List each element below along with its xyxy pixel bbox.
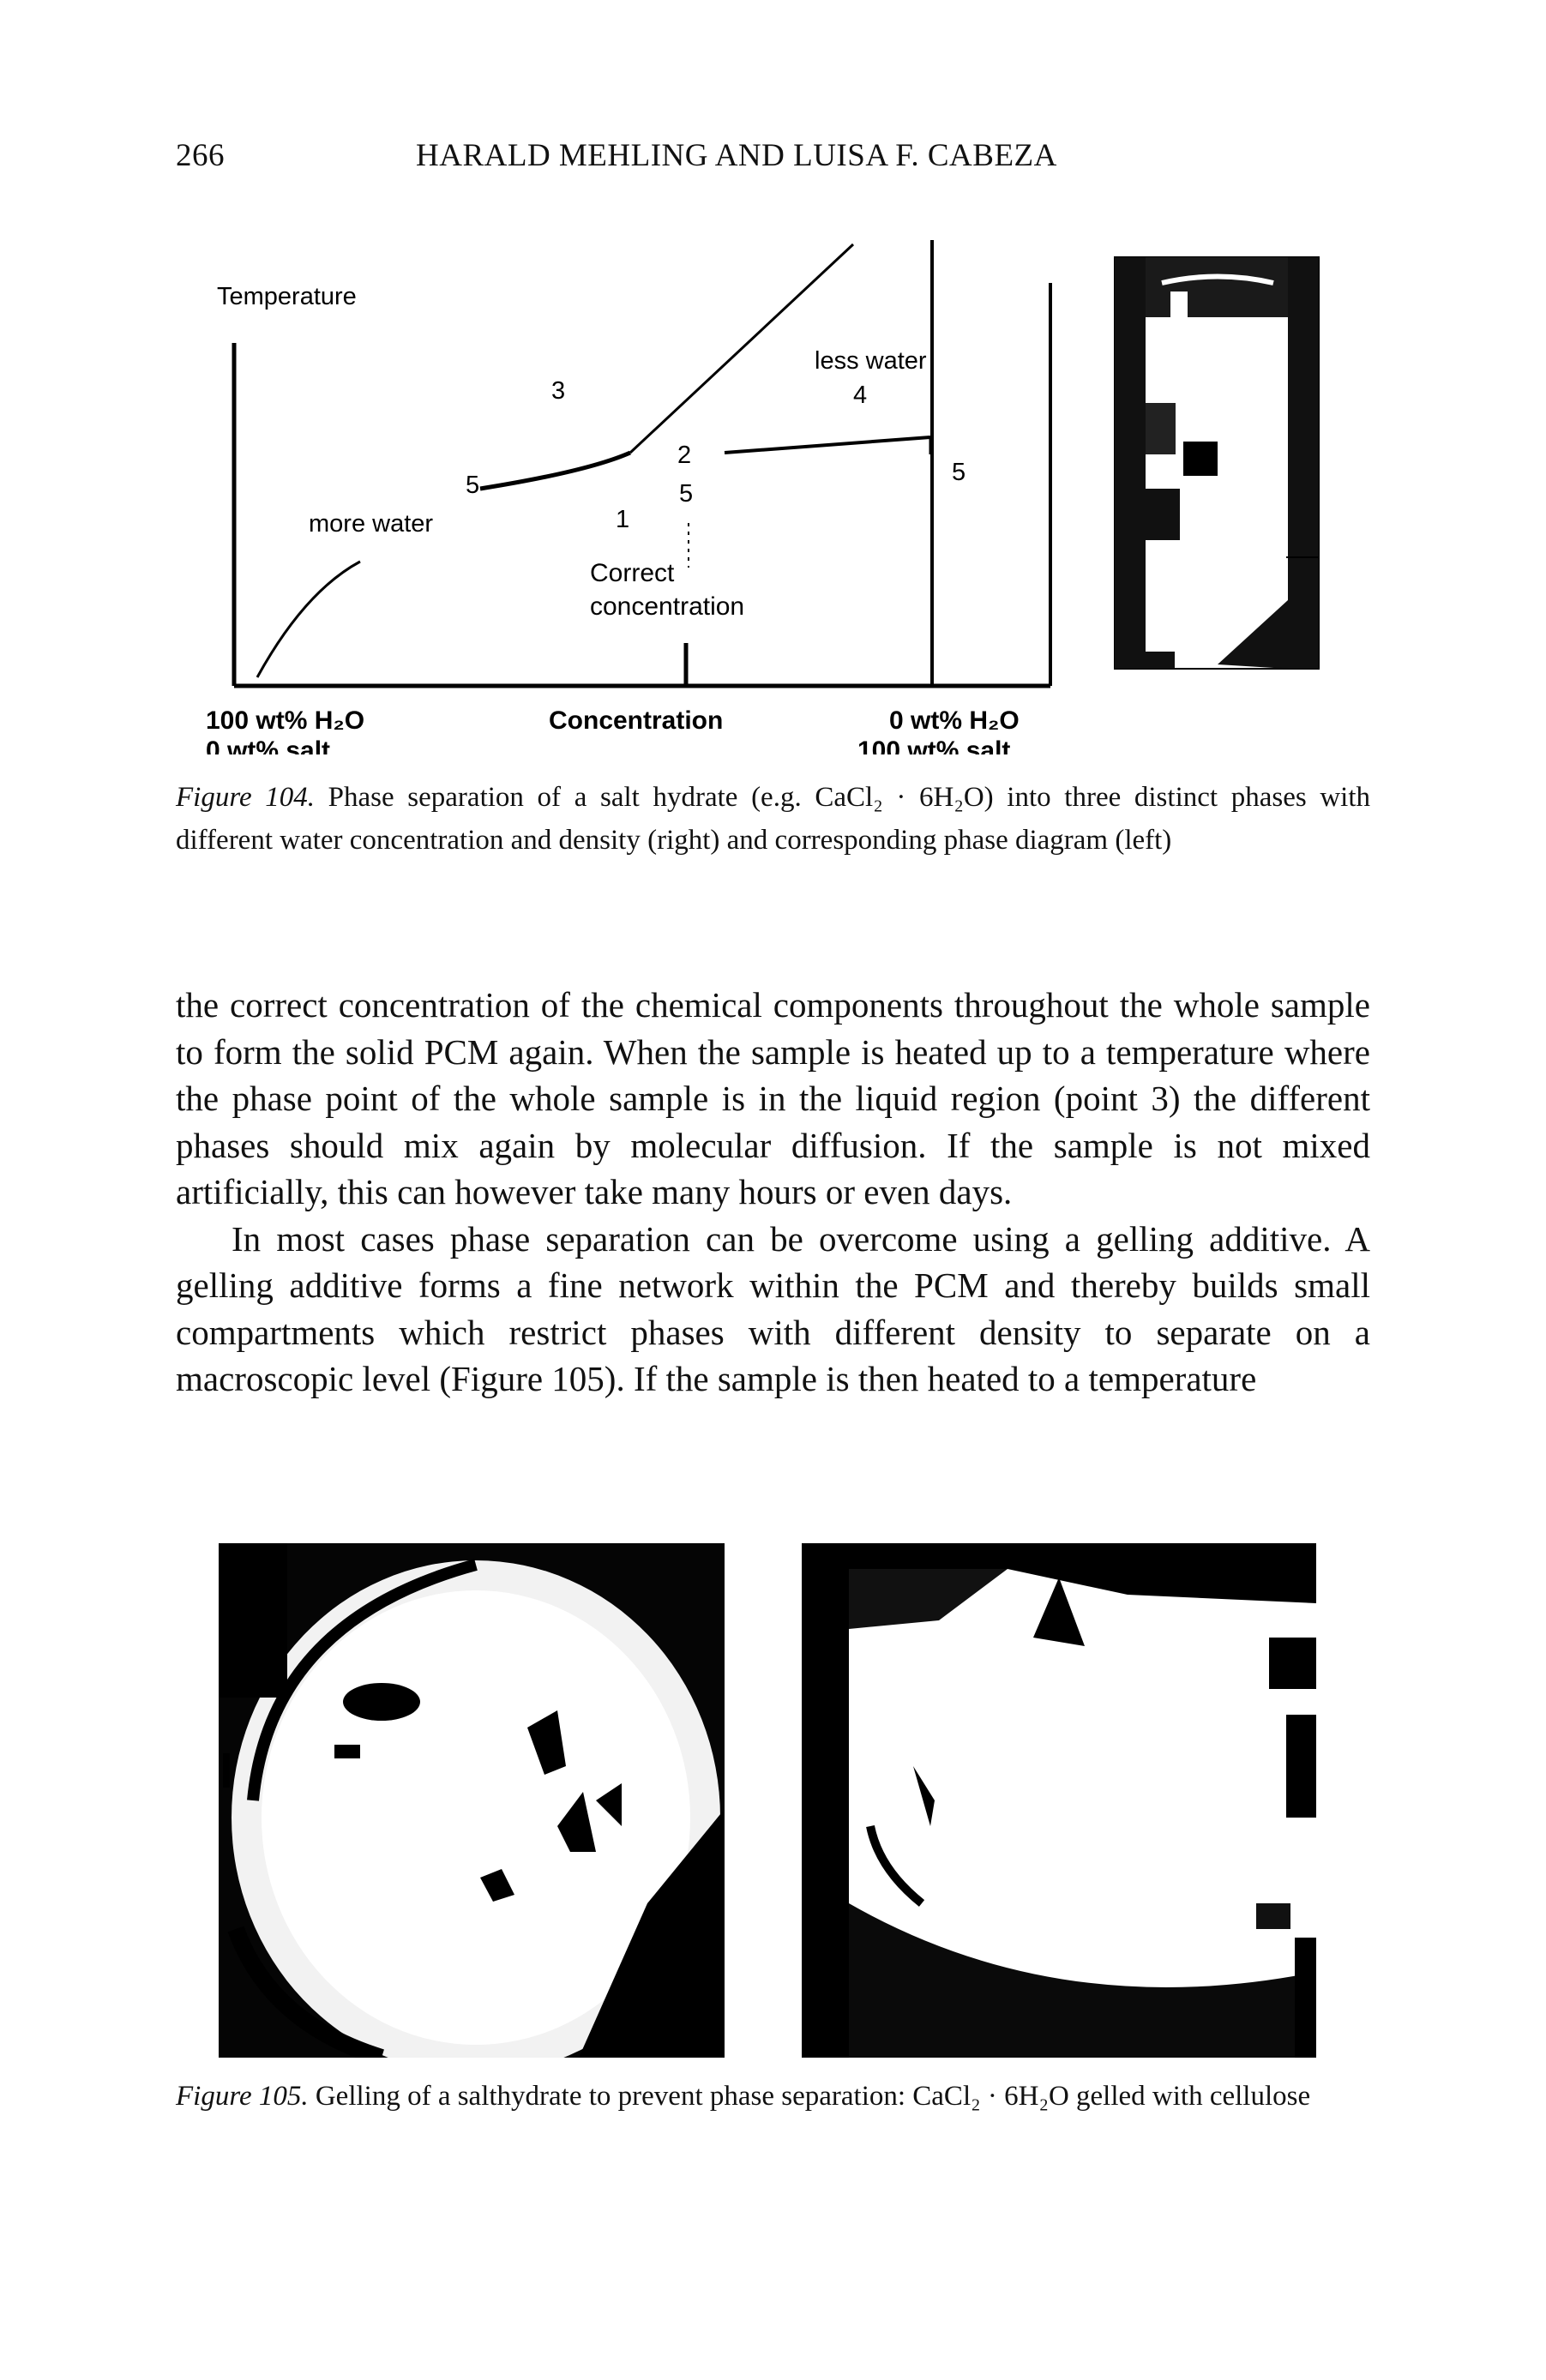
more-water-label: more water (309, 510, 433, 538)
point-label-1: 1 (616, 506, 629, 533)
right-composition-line1: 0 wt% H₂O (889, 706, 1020, 735)
petri-dish-photo (219, 1543, 725, 2058)
eutectic-line-left (479, 450, 632, 491)
figure-104-graphic: Temperature more water less water 3 4 2 … (206, 240, 1320, 754)
figure-105-right-photo (802, 1543, 1316, 2058)
x-axis-label: Concentration (549, 706, 723, 735)
right-composition-line2: 100 wt% salt (857, 736, 1010, 754)
body-paragraph-2: In most cases phase separation can be ov… (176, 1218, 1370, 1399)
figure-104-caption-text: Phase separation of a salt hydrate (e.g.… (176, 782, 1370, 856)
correct-concentration-label-line2: concentration (590, 592, 744, 621)
running-header: 266 HARALD MEHLING AND LUISA F. CABEZA (176, 137, 1370, 180)
test-tube-photo (1114, 256, 1320, 670)
figure-104: Temperature more water less water 3 4 2 … (176, 231, 1372, 754)
peritectic-line (724, 436, 931, 454)
running-header-authors: HARALD MEHLING AND LUISA F. CABEZA (416, 138, 1057, 173)
less-water-label: less water (815, 347, 927, 375)
figure-105-caption-text: Gelling of a salthydrate to prevent phas… (315, 2081, 1311, 2112)
point-label-5-middle: 5 (679, 480, 693, 508)
gelled-sample-photo (802, 1543, 1316, 2058)
correct-concentration-label-line1: Correct (590, 559, 675, 587)
liquidus-right-line (629, 243, 855, 454)
page-number: 266 (176, 138, 225, 173)
y-axis-label: Temperature (217, 283, 357, 310)
point-label-2: 2 (677, 442, 691, 469)
left-composition-line1: 100 wt% H₂O (206, 706, 364, 735)
point-label-5-right: 5 (952, 459, 965, 486)
figure-104-label: Figure 104. (176, 782, 315, 813)
body-text: the correct concentration of the chemica… (176, 982, 1370, 1403)
point-label-4: 4 (853, 382, 867, 409)
figure-105-left-photo (219, 1543, 725, 2058)
phase-diagram-labels: Temperature more water less water 3 4 2 … (206, 283, 1020, 754)
phase-diagram (232, 240, 1052, 688)
figure-104-caption: Figure 104. Phase separation of a salt h… (176, 776, 1370, 862)
figure-105-label: Figure 105. (176, 2081, 309, 2112)
body-paragraph-1: the correct concentration of the chemica… (176, 985, 1370, 1211)
figure-105-caption: Figure 105. Gelling of a salthydrate to … (176, 2075, 1370, 2118)
liquidus-left-curve (256, 560, 361, 678)
point-label-5-left: 5 (466, 472, 479, 499)
left-composition-line2: 0 wt% salt (206, 736, 330, 754)
point-label-3: 3 (551, 377, 565, 405)
